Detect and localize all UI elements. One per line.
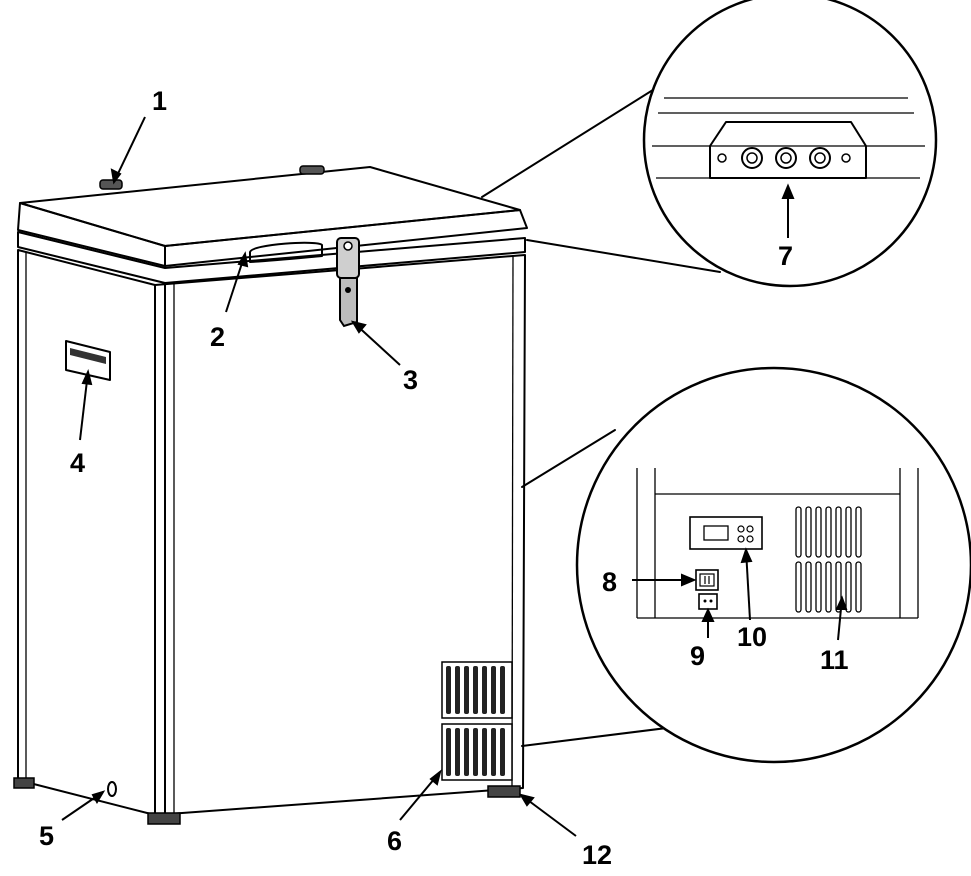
callout-11: 11 <box>820 645 849 675</box>
leader-lines <box>61 116 848 837</box>
lid-lock-latch <box>336 237 360 328</box>
callout-7: 7 <box>778 241 793 271</box>
power-outlet-socket <box>775 147 797 169</box>
foot-front-right <box>487 785 521 798</box>
drain-plug <box>107 781 117 797</box>
arrowhead-2 <box>237 251 249 268</box>
zoom-detail-bottom <box>521 366 971 764</box>
arrowhead-9 <box>701 607 715 622</box>
foot-front-left <box>147 812 181 825</box>
power-inlet <box>698 593 718 610</box>
callout-8: 8 <box>602 567 617 597</box>
arrowhead-7 <box>781 183 795 199</box>
lid-side-rim <box>17 202 166 267</box>
temperature-controller <box>689 516 763 550</box>
rear-vent-grille <box>795 506 862 613</box>
callout-10: 10 <box>737 622 767 652</box>
arrowhead-3 <box>350 320 367 334</box>
arrowhead-6 <box>429 769 442 786</box>
power-outlet-socket <box>741 147 763 169</box>
socket-panel <box>709 121 867 179</box>
arrowhead-1 <box>110 168 122 185</box>
lid-hinge-left <box>99 179 123 190</box>
arrowhead-4 <box>81 368 93 386</box>
front-panel <box>154 254 526 816</box>
foot-rear-left <box>13 777 35 789</box>
callout-2: 2 <box>210 322 225 352</box>
arrowhead-8 <box>681 573 697 587</box>
arrowhead-12 <box>518 793 535 807</box>
lid-top <box>19 166 521 247</box>
callout-3: 3 <box>403 365 418 395</box>
arrowhead-10 <box>740 547 753 564</box>
side-carry-handle <box>65 340 111 381</box>
callout-1: 1 <box>152 86 167 116</box>
zoom-guide-line <box>481 77 673 198</box>
callout-12: 12 <box>582 840 612 870</box>
arrowhead-11 <box>835 595 848 610</box>
zoom-guide-line <box>526 239 721 273</box>
zoom-guide-line <box>521 429 616 488</box>
power-outlet-socket <box>809 147 831 169</box>
arrowhead-5 <box>91 790 106 804</box>
lid-handle <box>249 241 323 263</box>
freezer-body <box>13 165 528 825</box>
callout-5: 5 <box>39 821 54 851</box>
callout-4: 4 <box>70 448 85 478</box>
callout-6: 6 <box>387 826 402 856</box>
callout-9: 9 <box>690 641 705 671</box>
power-switch <box>695 569 719 591</box>
lid-hinge-right <box>299 165 325 175</box>
front-vent-grille <box>441 661 513 781</box>
side-panel <box>17 249 156 816</box>
door-seal <box>17 231 526 284</box>
zoom-detail-top <box>481 0 938 288</box>
leader-line-1 <box>113 116 146 183</box>
